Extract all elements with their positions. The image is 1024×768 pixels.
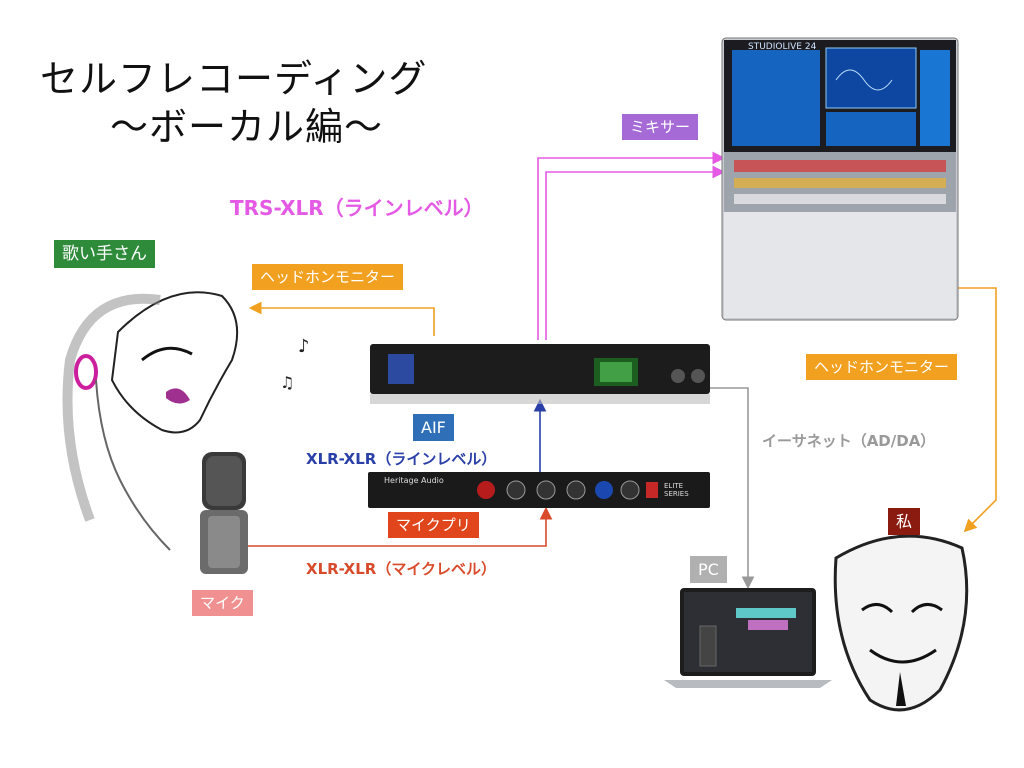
- aif-tag: AIF: [413, 414, 454, 442]
- headphone-right-line: [958, 287, 997, 533]
- ethernet-label: イーサネット（AD/DA）: [762, 432, 936, 450]
- ethernet-line: [710, 387, 755, 590]
- singer-illustration: ♪ ♫: [62, 291, 310, 551]
- singer-tag: 歌い手さん: [54, 240, 155, 269]
- xlr-line-level-label: XLR-XLR（ラインレベル）: [306, 450, 497, 468]
- trs-xlr-line-1: [537, 151, 726, 340]
- microphone-device: [200, 452, 248, 574]
- trs-xlr-label: TRS-XLR（ラインレベル）: [230, 196, 484, 220]
- mixer-device: [721, 37, 959, 321]
- svg-text:♪: ♪: [298, 336, 310, 357]
- mic-preamp-tag: マイクプリ: [388, 512, 479, 538]
- title-line-2: 〜ボーカル編〜: [110, 105, 384, 149]
- trs-xlr-line-2: [545, 165, 726, 340]
- pc-tag: PC: [690, 556, 727, 584]
- mask-illustration: [833, 534, 969, 712]
- headphone-left-line: [248, 301, 435, 336]
- mixer-brand-text: STUDIOLIVE 24: [748, 42, 817, 52]
- xlr-mic-level-label: XLR-XLR（マイクレベル）: [306, 560, 497, 578]
- headphone-monitor-left-tag: ヘッドホンモニター: [252, 264, 404, 290]
- preamp-brand-text: Heritage Audio: [384, 476, 444, 485]
- laptop-pc-device: [664, 588, 832, 688]
- audio-interface-device: [370, 344, 710, 404]
- headphone-monitor-right-tag: ヘッドホンモニター: [806, 354, 958, 380]
- mic-preamp-device: [368, 472, 710, 508]
- svg-text:♫: ♫: [280, 373, 294, 392]
- mixer-tag: ミキサー: [622, 114, 699, 140]
- preamp-series-text: ELITE SERIES: [664, 482, 689, 498]
- mic-tag: マイク: [192, 590, 253, 616]
- title-line-1: セルフレコーディング: [40, 57, 428, 101]
- me-tag: 私: [888, 508, 921, 536]
- xlr-mic-level-line: [246, 506, 553, 547]
